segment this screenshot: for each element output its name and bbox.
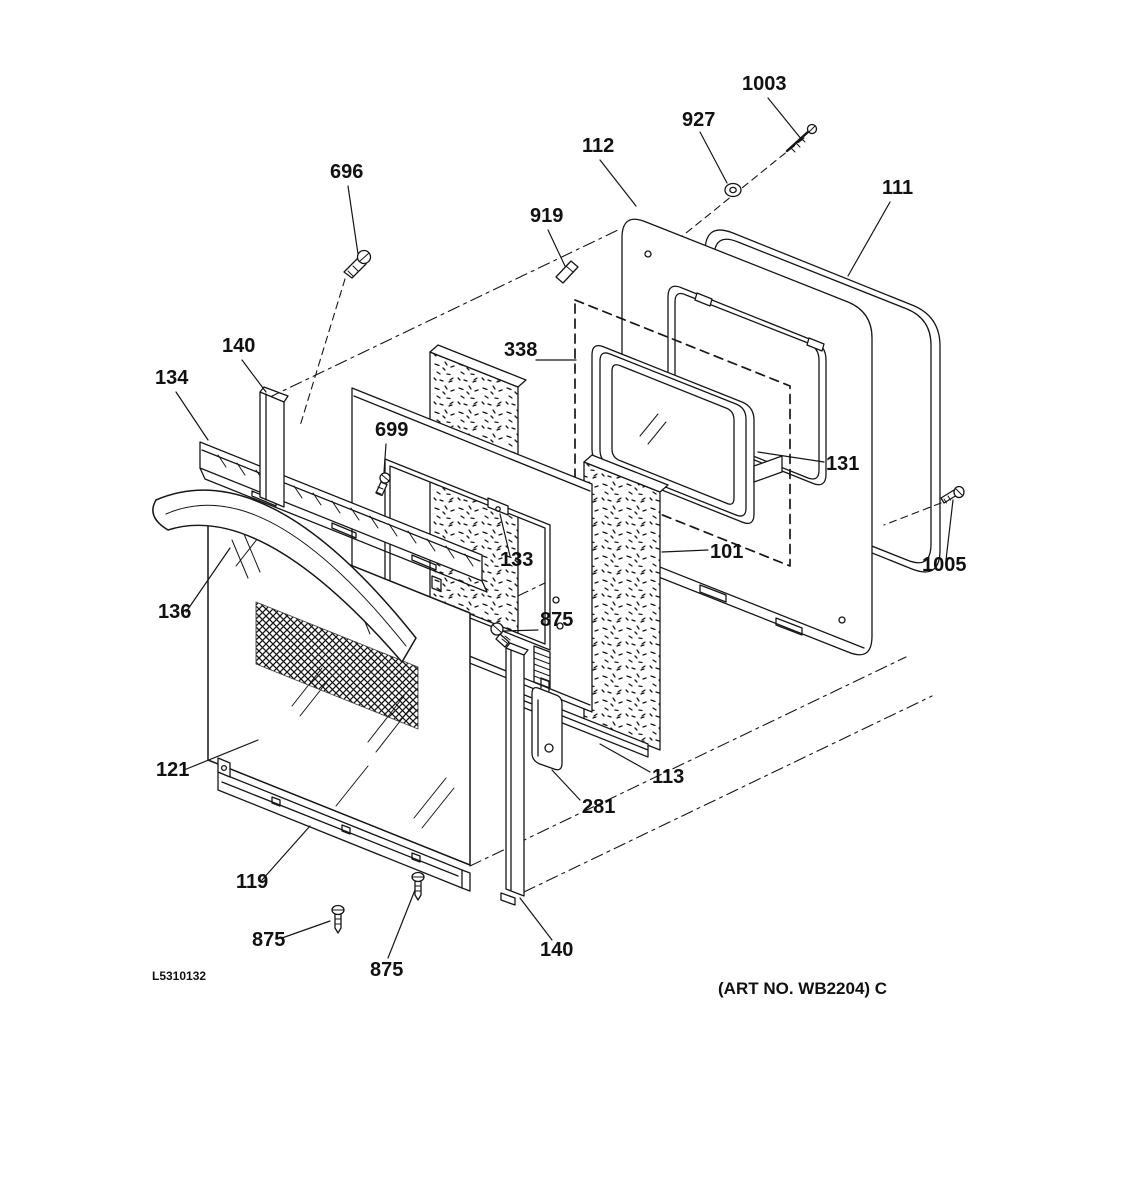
part-callout-875: 875 [540,609,573,631]
leader-line-133 [499,513,511,557]
side-trim-140-upper [255,386,289,509]
leader-line-140 [519,897,553,941]
outer-door-glass-121 [207,507,471,866]
leader-line-696 [347,185,359,255]
part-callout-699: 699 [375,419,408,441]
callout-layer: 696 1003 927 112 111 919 140 134 338 699 131 133 101… [155,73,967,981]
leader-line-1003 [767,97,803,141]
part-callout-111: 111 [882,177,913,199]
part-callout-140: 140 [222,335,255,357]
part-callout-1005: 1005 [922,554,967,576]
leader-line-112 [599,159,637,207]
part-callout-133: 133 [500,549,533,571]
leader-line-101 [661,549,709,553]
part-callout-131: 131 [826,453,859,475]
panel-window-cutout [667,285,827,486]
leader-line-136 [185,547,231,613]
part-callout-136: 136 [158,601,191,623]
insulation-101 [429,344,669,751]
leader-line-1005 [945,499,954,561]
latch-281 [531,645,563,771]
part-callout-119: 119 [236,871,268,893]
part-callout-927: 927 [682,109,715,131]
glass-screen-band [255,601,419,730]
leader-line-119 [261,825,311,881]
leader-line-121 [183,739,259,771]
part-callout-113: 113 [652,766,684,788]
part-callout-101: 101 [710,541,743,563]
screw-875-center [411,871,425,901]
part-callout-281: 281 [582,796,615,818]
leader-line-699 [383,443,387,473]
screw-875-left [331,904,345,934]
leader-line-875 [281,920,331,939]
leader-line-111 [847,201,891,277]
part-callout-919: 919 [530,205,563,227]
bottom-trim-119 [217,757,471,892]
side-trim-140-lower [500,642,529,906]
window-pack-boundary-338 [574,299,791,567]
screw-875-handle [490,622,511,648]
leader-line-113 [599,743,651,773]
screw-1005 [883,485,965,526]
leader-line-140 [241,359,267,393]
part-callout-875: 875 [252,929,285,951]
part-callout-875: 875 [370,959,403,981]
screw-699 [375,472,391,497]
leader-line-919 [547,229,566,267]
art-number: (ART NO. WB2204) C [718,979,887,998]
window-pack-131 [591,344,783,525]
part-callout-140: 140 [540,939,573,961]
part-callout-134: 134 [155,367,189,389]
grommet-927 [724,182,742,198]
part-callout-696: 696 [330,161,363,183]
screw-1003 [659,123,818,255]
leader-line-875 [387,889,416,959]
leader-line-927 [699,131,728,184]
part-callout-121: 121 [156,759,189,781]
pin-919 [555,260,579,284]
drawing-number: L5310132 [152,969,206,983]
part-callout-1003: 1003 [742,73,787,95]
leader-line-875 [503,629,539,632]
leader-line-134 [175,391,209,441]
leader-line-131 [757,451,825,463]
leader-line-281 [551,769,581,801]
door-handle-136 [152,489,417,663]
screw-696 [299,249,372,427]
part-callout-112: 112 [582,135,614,157]
part-callout-338: 338 [504,339,537,361]
